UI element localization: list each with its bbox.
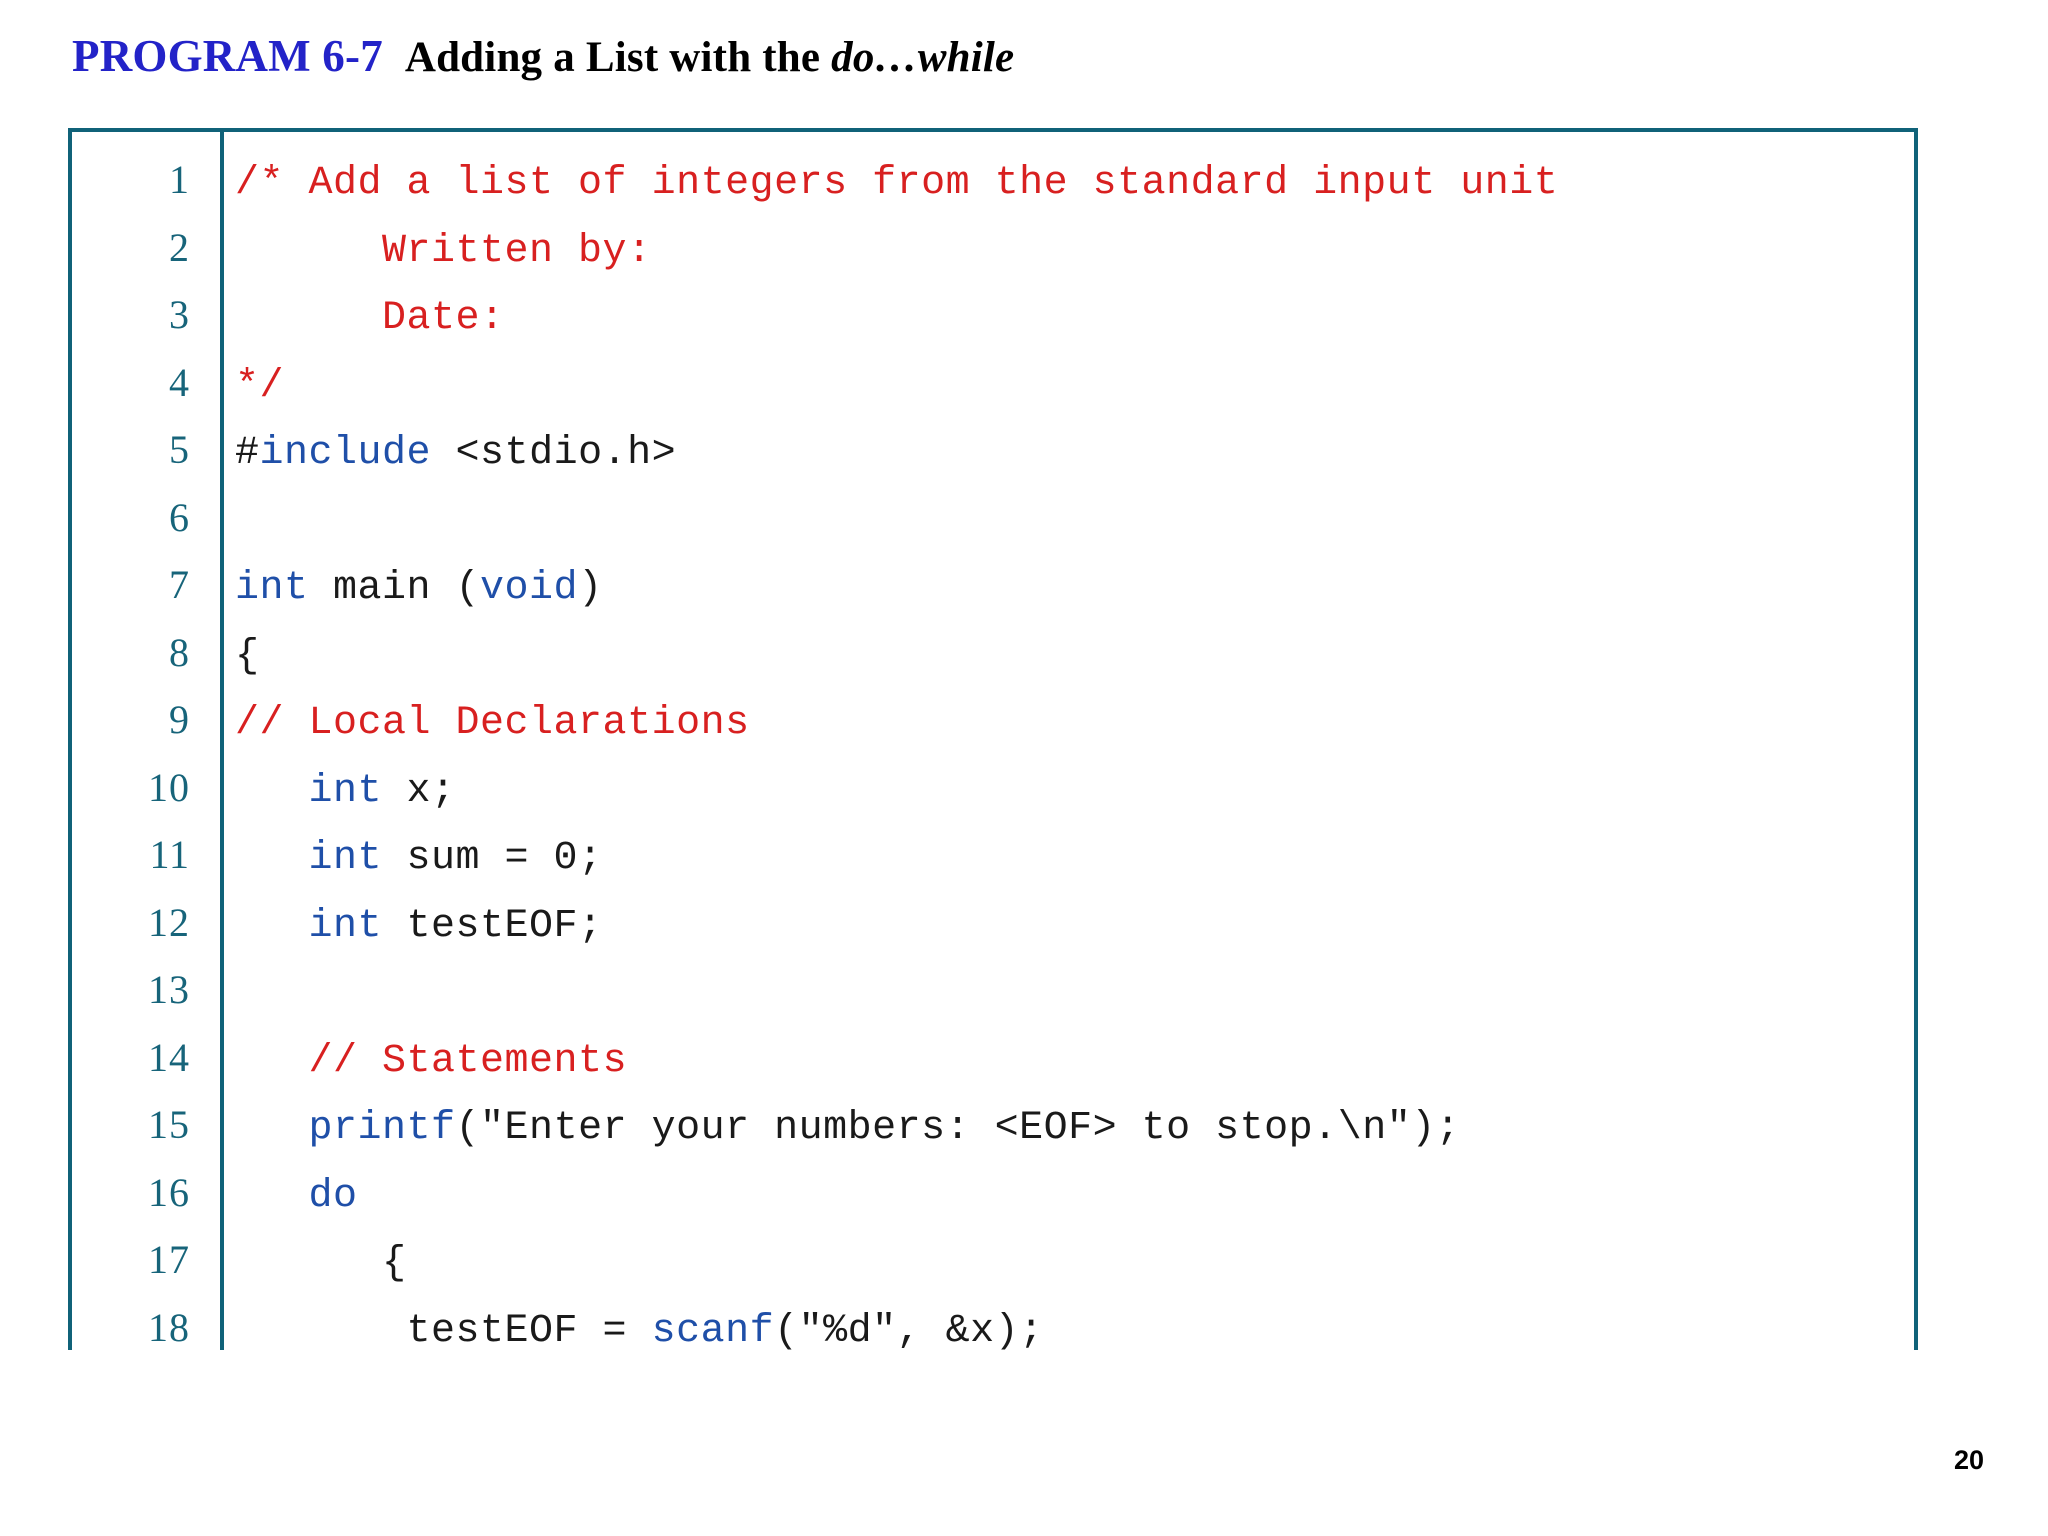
line-number: 16 (148, 1169, 190, 1215)
code-token-plain: ("Enter your numbers: <EOF> to stop.\n")… (455, 1106, 1461, 1151)
code-line: 6 (72, 484, 1914, 552)
code-token-plain (235, 769, 309, 814)
line-number: 18 (148, 1304, 190, 1350)
code-token-plain (235, 904, 309, 949)
code-token-plain: testEOF = (235, 1308, 652, 1351)
line-number: 14 (148, 1034, 190, 1080)
code-token-kw: void (480, 566, 579, 611)
line-number: 4 (169, 359, 190, 405)
code-text: // Statements (204, 1028, 1914, 1096)
code-token-plain: testEOF; (382, 903, 603, 949)
code-line: 10 int x; (72, 754, 1914, 822)
line-number: 3 (169, 292, 190, 337)
code-token-plain: ) (578, 566, 603, 611)
code-text: int main (void) (204, 555, 1914, 623)
code-token-plain: main ( (308, 566, 481, 611)
code-text: /* Add a list of integers from the stand… (204, 150, 1914, 218)
code-line: 5 #include <stdio.h> (72, 416, 1914, 484)
code-token-plain: x; (382, 768, 456, 814)
code-token-comment: Date: (235, 296, 505, 341)
code-text: #include <stdio.h> (204, 420, 1914, 488)
code-text: int testEOF; (204, 893, 1914, 961)
code-token-comment: // Statements (308, 1038, 628, 1084)
code-token-plain: # (235, 431, 260, 476)
code-line: 14 // Statements (72, 1024, 1914, 1092)
line-number: 17 (148, 1237, 190, 1282)
code-token-kw: printf (308, 1106, 456, 1151)
code-line: 13 (72, 956, 1914, 1024)
line-number: 11 (149, 832, 190, 877)
gutter-divider (220, 132, 224, 1350)
line-number: 13 (148, 967, 190, 1012)
title-main-text (383, 34, 405, 81)
code-token-kw: int (308, 903, 383, 949)
code-line: 12 int testEOF; (72, 889, 1914, 957)
code-token-plain: { (235, 633, 260, 679)
code-token-comment: // Local Declarations (235, 701, 750, 746)
code-text: Date: (204, 285, 1914, 353)
page-number: 20 (1953, 1445, 1984, 1475)
code-token-kw: int (308, 836, 383, 881)
code-line: 15 printf("Enter your numbers: <EOF> to … (72, 1091, 1914, 1159)
code-token-kw: int (235, 566, 309, 611)
line-number: 2 (169, 224, 190, 270)
code-text: int sum = 0; (204, 825, 1914, 893)
code-token-comment: */ (235, 363, 285, 409)
code-token-kw: int (308, 768, 383, 814)
code-token-plain: <stdio.h> (431, 431, 677, 476)
line-number: 6 (169, 494, 190, 540)
code-text: do (204, 1163, 1914, 1231)
code-line: 1 /* Add a list of integers from the stan… (72, 146, 1914, 214)
code-text: testEOF = scanf("%d", &x); (204, 1298, 1914, 1351)
code-token-plain: { (235, 1241, 407, 1286)
code-line: 3 Date: (72, 281, 1914, 349)
code-line: 8{ (72, 619, 1914, 687)
program-label: PROGRAM 6-7 (72, 31, 383, 81)
code-line: 2 Written by: (72, 214, 1914, 282)
code-token-comment: Written by: (235, 228, 652, 274)
line-number: 7 (169, 562, 190, 607)
line-number: 9 (169, 697, 190, 742)
line-number: 8 (169, 629, 190, 675)
code-text: // Local Declarations (204, 690, 1914, 758)
code-token-kw: include (259, 431, 432, 476)
code-token-plain: sum = 0; (382, 836, 603, 881)
code-token-plain (235, 836, 309, 881)
code-line: 17 { (72, 1226, 1914, 1294)
line-number: 1 (169, 157, 190, 202)
code-text: int x; (204, 758, 1914, 826)
code-token-plain (235, 1039, 309, 1084)
code-line: 11 int sum = 0; (72, 821, 1914, 889)
title-keyword: do…while (831, 34, 1015, 81)
page-title: PROGRAM 6-7 Adding a List with the do…wh… (72, 31, 1015, 81)
code-token-kw: scanf (651, 1308, 775, 1351)
line-number: 12 (148, 899, 190, 945)
code-text: { (204, 623, 1914, 691)
title-description: Adding a List with the (404, 34, 832, 81)
code-line: 16 do (72, 1159, 1914, 1227)
code-listing-box: 1 /* Add a list of integers from the stan… (68, 128, 1918, 1350)
code-text: { (204, 1230, 1914, 1298)
line-number: 5 (169, 427, 190, 472)
code-line: 18 testEOF = scanf("%d", &x); (72, 1294, 1914, 1351)
line-number: 15 (148, 1102, 190, 1147)
code-line: 4 */ (72, 349, 1914, 417)
code-text: Written by: (204, 218, 1914, 286)
code-line: 7 int main (void) (72, 551, 1914, 619)
code-line: 9 // Local Declarations (72, 686, 1914, 754)
code-rows: 1 /* Add a list of integers from the stan… (72, 146, 1914, 1350)
code-text: printf("Enter your numbers: <EOF> to sto… (204, 1095, 1914, 1163)
code-text: */ (204, 353, 1914, 421)
code-token-plain (235, 1106, 309, 1151)
line-number: 10 (148, 764, 190, 810)
code-token-comment: /* Add a list of integers from the stand… (235, 161, 1559, 206)
code-token-plain (235, 1174, 309, 1219)
code-token-plain: ("%d", &x); (774, 1308, 1044, 1351)
code-token-kw: do (308, 1173, 358, 1219)
